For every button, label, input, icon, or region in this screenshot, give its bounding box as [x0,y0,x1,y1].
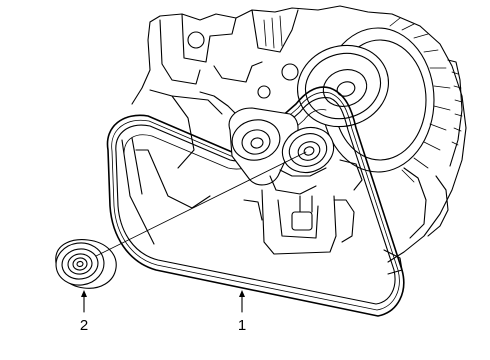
callout-2: 2 [80,290,88,334]
callout-number: 1 [238,317,246,334]
right-pulley [296,44,390,128]
callout-number: 2 [80,317,88,334]
leader-line [95,151,307,257]
serpentine-belt [106,86,405,317]
idler-pulley [55,239,117,289]
tensioner-assembly [228,107,335,195]
callout-1: 1 [238,290,246,334]
